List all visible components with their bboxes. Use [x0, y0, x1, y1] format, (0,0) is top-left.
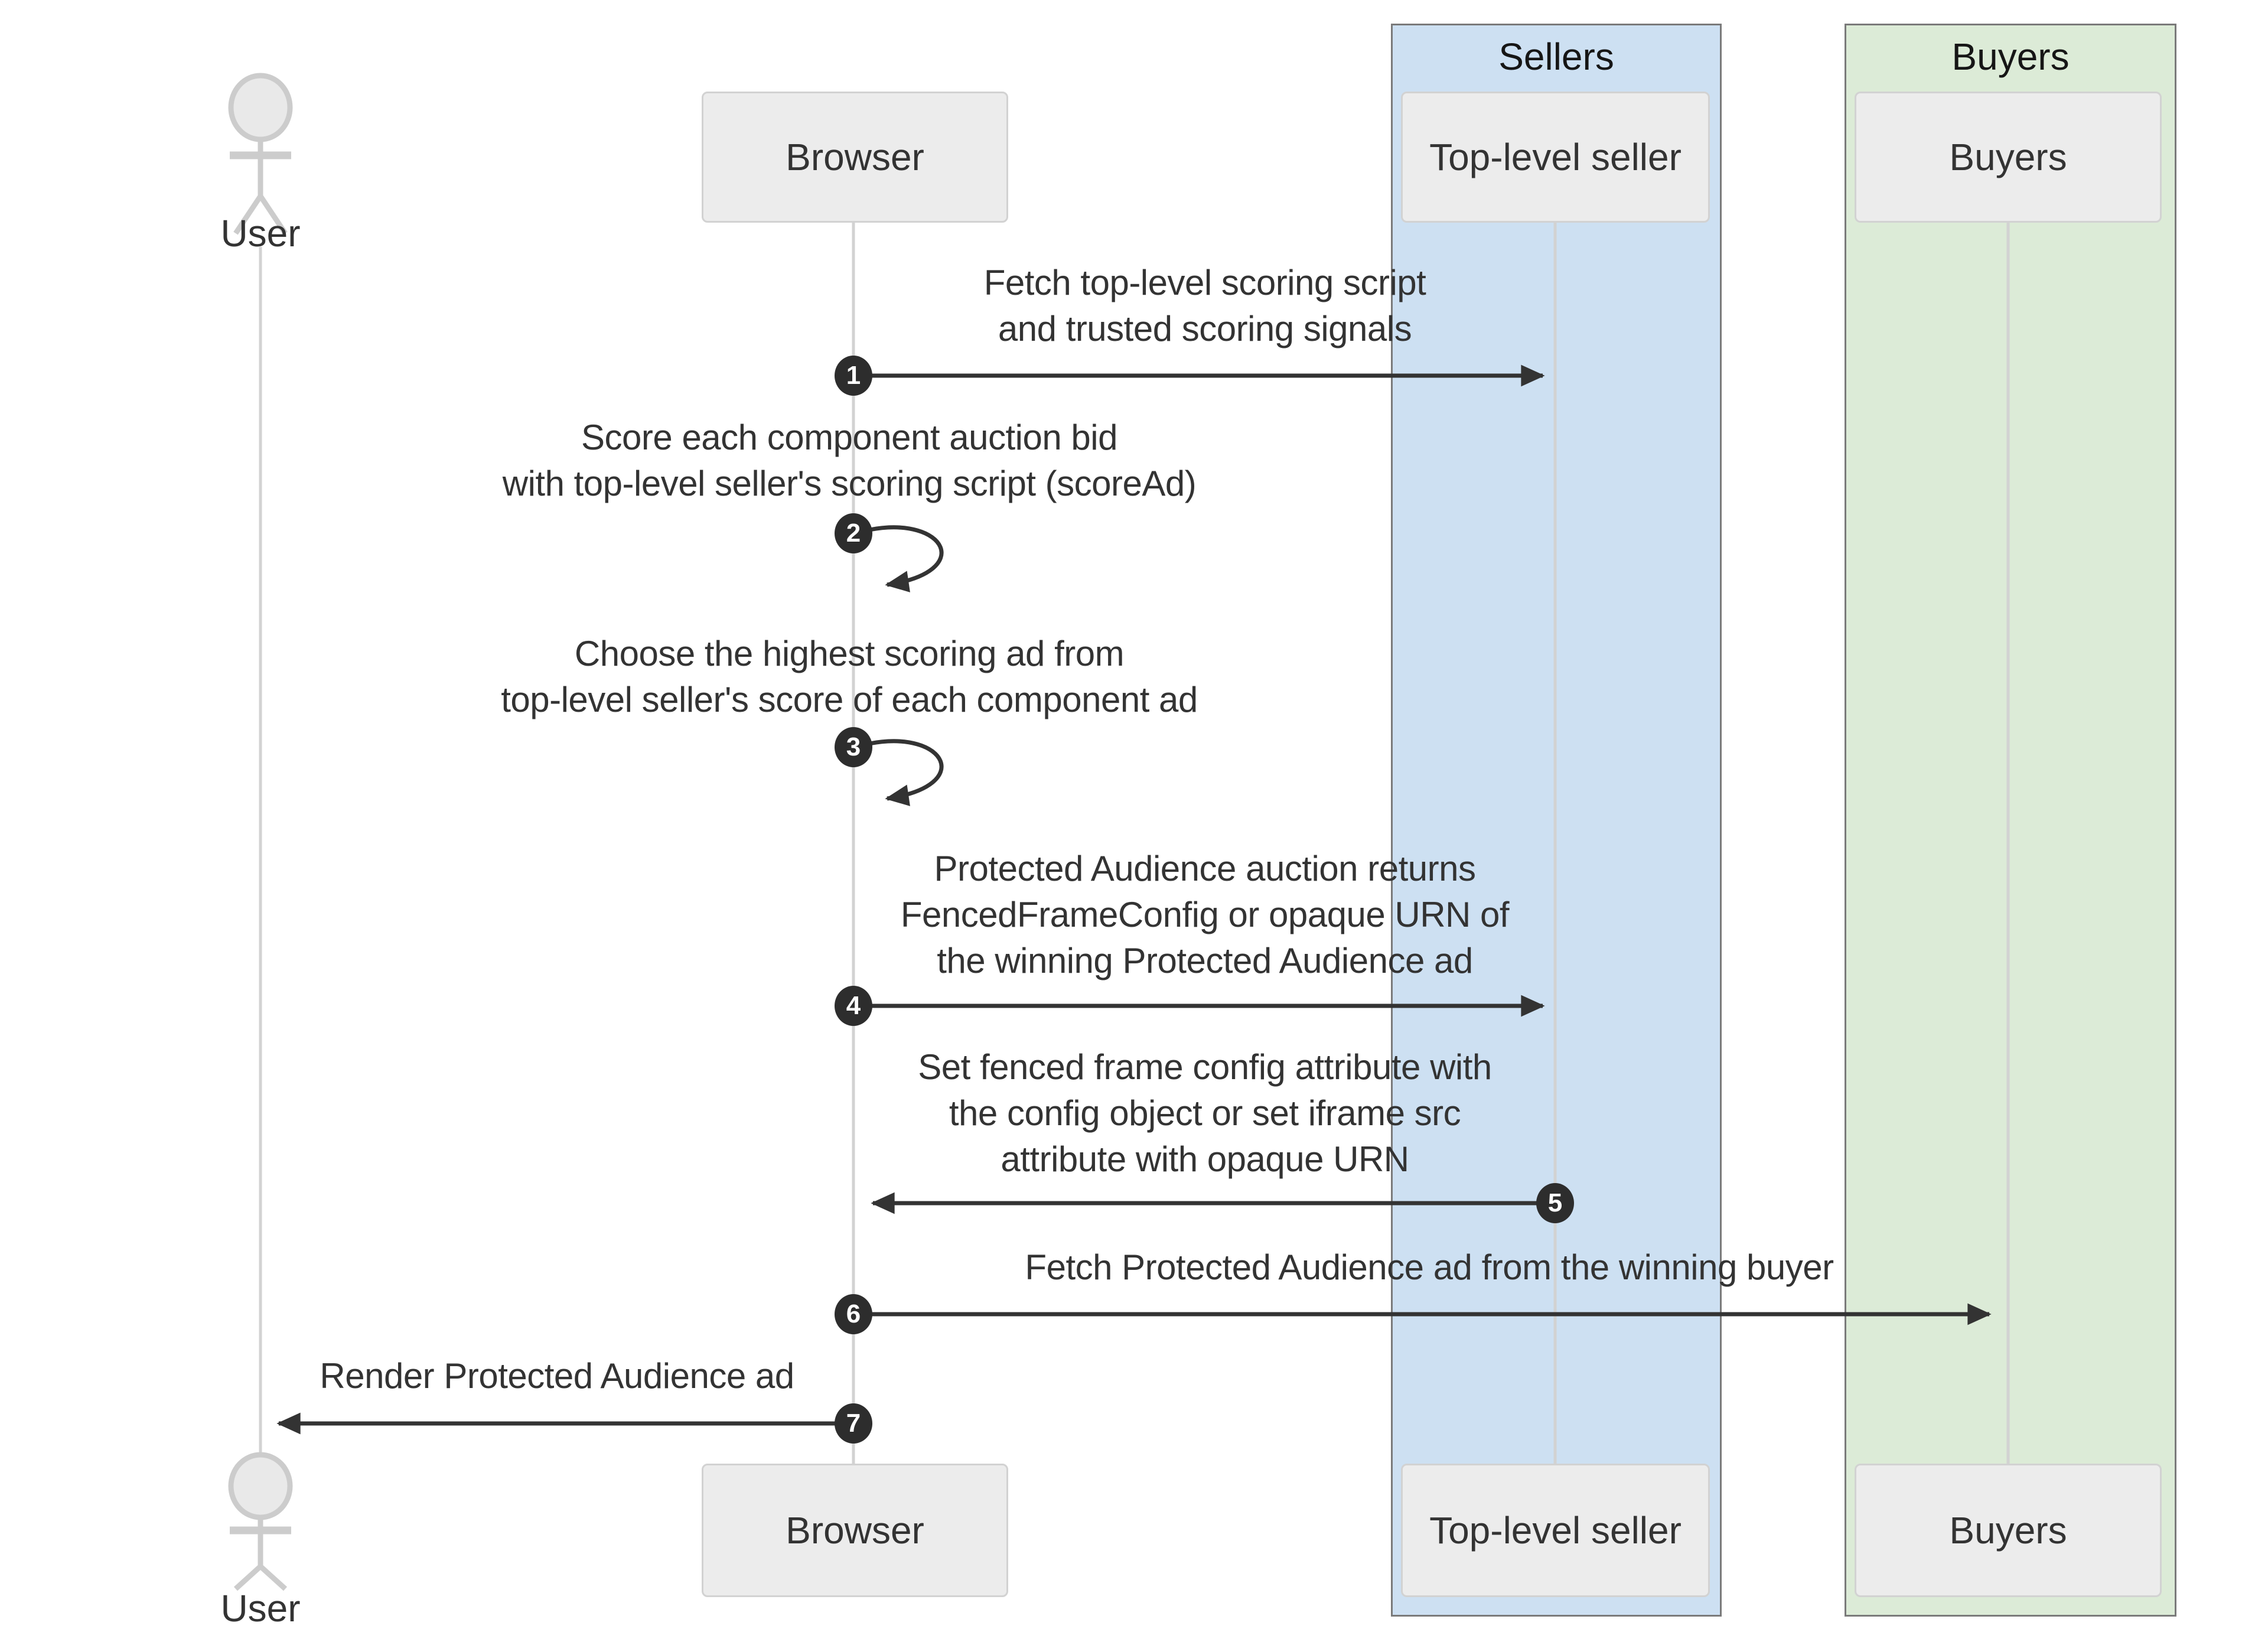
message-text-4: Protected Audience auction returns Fence… — [791, 846, 1618, 984]
user-label-bottom: User — [220, 1587, 301, 1630]
step-badge-5: 5 — [1536, 1183, 1574, 1223]
sellers-group-title: Sellers — [1498, 35, 1614, 78]
buyers-group-band: Buyers — [1845, 24, 2176, 1617]
message-text-7: Render Protected Audience ad — [203, 1353, 911, 1399]
message-line: the winning Protected Audience ad — [937, 941, 1473, 980]
message-line: and trusted scoring signals — [998, 309, 1412, 348]
user-head-icon — [228, 1452, 293, 1520]
message-line: Render Protected Audience ad — [320, 1356, 794, 1396]
message-line: Choose the highest scoring ad from — [574, 634, 1125, 673]
message-text-1: Fetch top-level scoring script and trust… — [791, 260, 1618, 352]
message-line: with top-level seller's scoring script (… — [502, 464, 1197, 503]
message-line: attribute with opaque URN — [1001, 1139, 1409, 1179]
user-head-icon — [228, 73, 293, 142]
step-badge-3: 3 — [835, 727, 872, 767]
message-text-6: Fetch Protected Audience ad from the win… — [957, 1244, 1902, 1291]
participant-box-buyers-top: Buyers — [1855, 92, 2162, 223]
selfloop-msg-2 — [869, 525, 944, 592]
message-line: top-level seller's score of each compone… — [501, 680, 1198, 719]
message-text-5: Set fenced frame config attribute with t… — [791, 1044, 1618, 1182]
message-text-3: Choose the highest scoring ad from top-l… — [436, 631, 1263, 723]
message-text-2: Score each component auction bid with to… — [436, 415, 1263, 507]
message-line: Score each component auction bid — [581, 418, 1117, 457]
message-line: Set fenced frame config attribute with — [918, 1047, 1492, 1087]
selfloop-msg-3 — [869, 739, 944, 806]
participant-box-seller-bottom: Top-level seller — [1401, 1464, 1710, 1597]
participant-box-seller-top: Top-level seller — [1401, 92, 1710, 223]
buyers-group-title: Buyers — [1951, 35, 2070, 78]
message-line: Protected Audience auction returns — [934, 849, 1476, 888]
message-line: the config object or set iframe src — [949, 1093, 1461, 1133]
participant-box-browser-top: Browser — [702, 92, 1008, 223]
step-badge-6: 6 — [835, 1294, 872, 1334]
user-label-top: User — [220, 212, 301, 255]
participant-box-buyers-bottom: Buyers — [1855, 1464, 2162, 1597]
step-badge-7: 7 — [835, 1403, 872, 1444]
step-badge-1: 1 — [835, 356, 872, 396]
message-line: FencedFrameConfig or opaque URN of — [900, 895, 1510, 934]
user-actor-figure-bottom — [228, 1452, 293, 1591]
step-badge-2: 2 — [835, 513, 872, 553]
message-line: Fetch Protected Audience ad from the win… — [1025, 1247, 1834, 1287]
participant-box-browser-bottom: Browser — [702, 1464, 1008, 1597]
step-badge-4: 4 — [835, 986, 872, 1026]
user-actor-figure-top — [228, 73, 293, 235]
message-line: Fetch top-level scoring script — [983, 263, 1426, 302]
